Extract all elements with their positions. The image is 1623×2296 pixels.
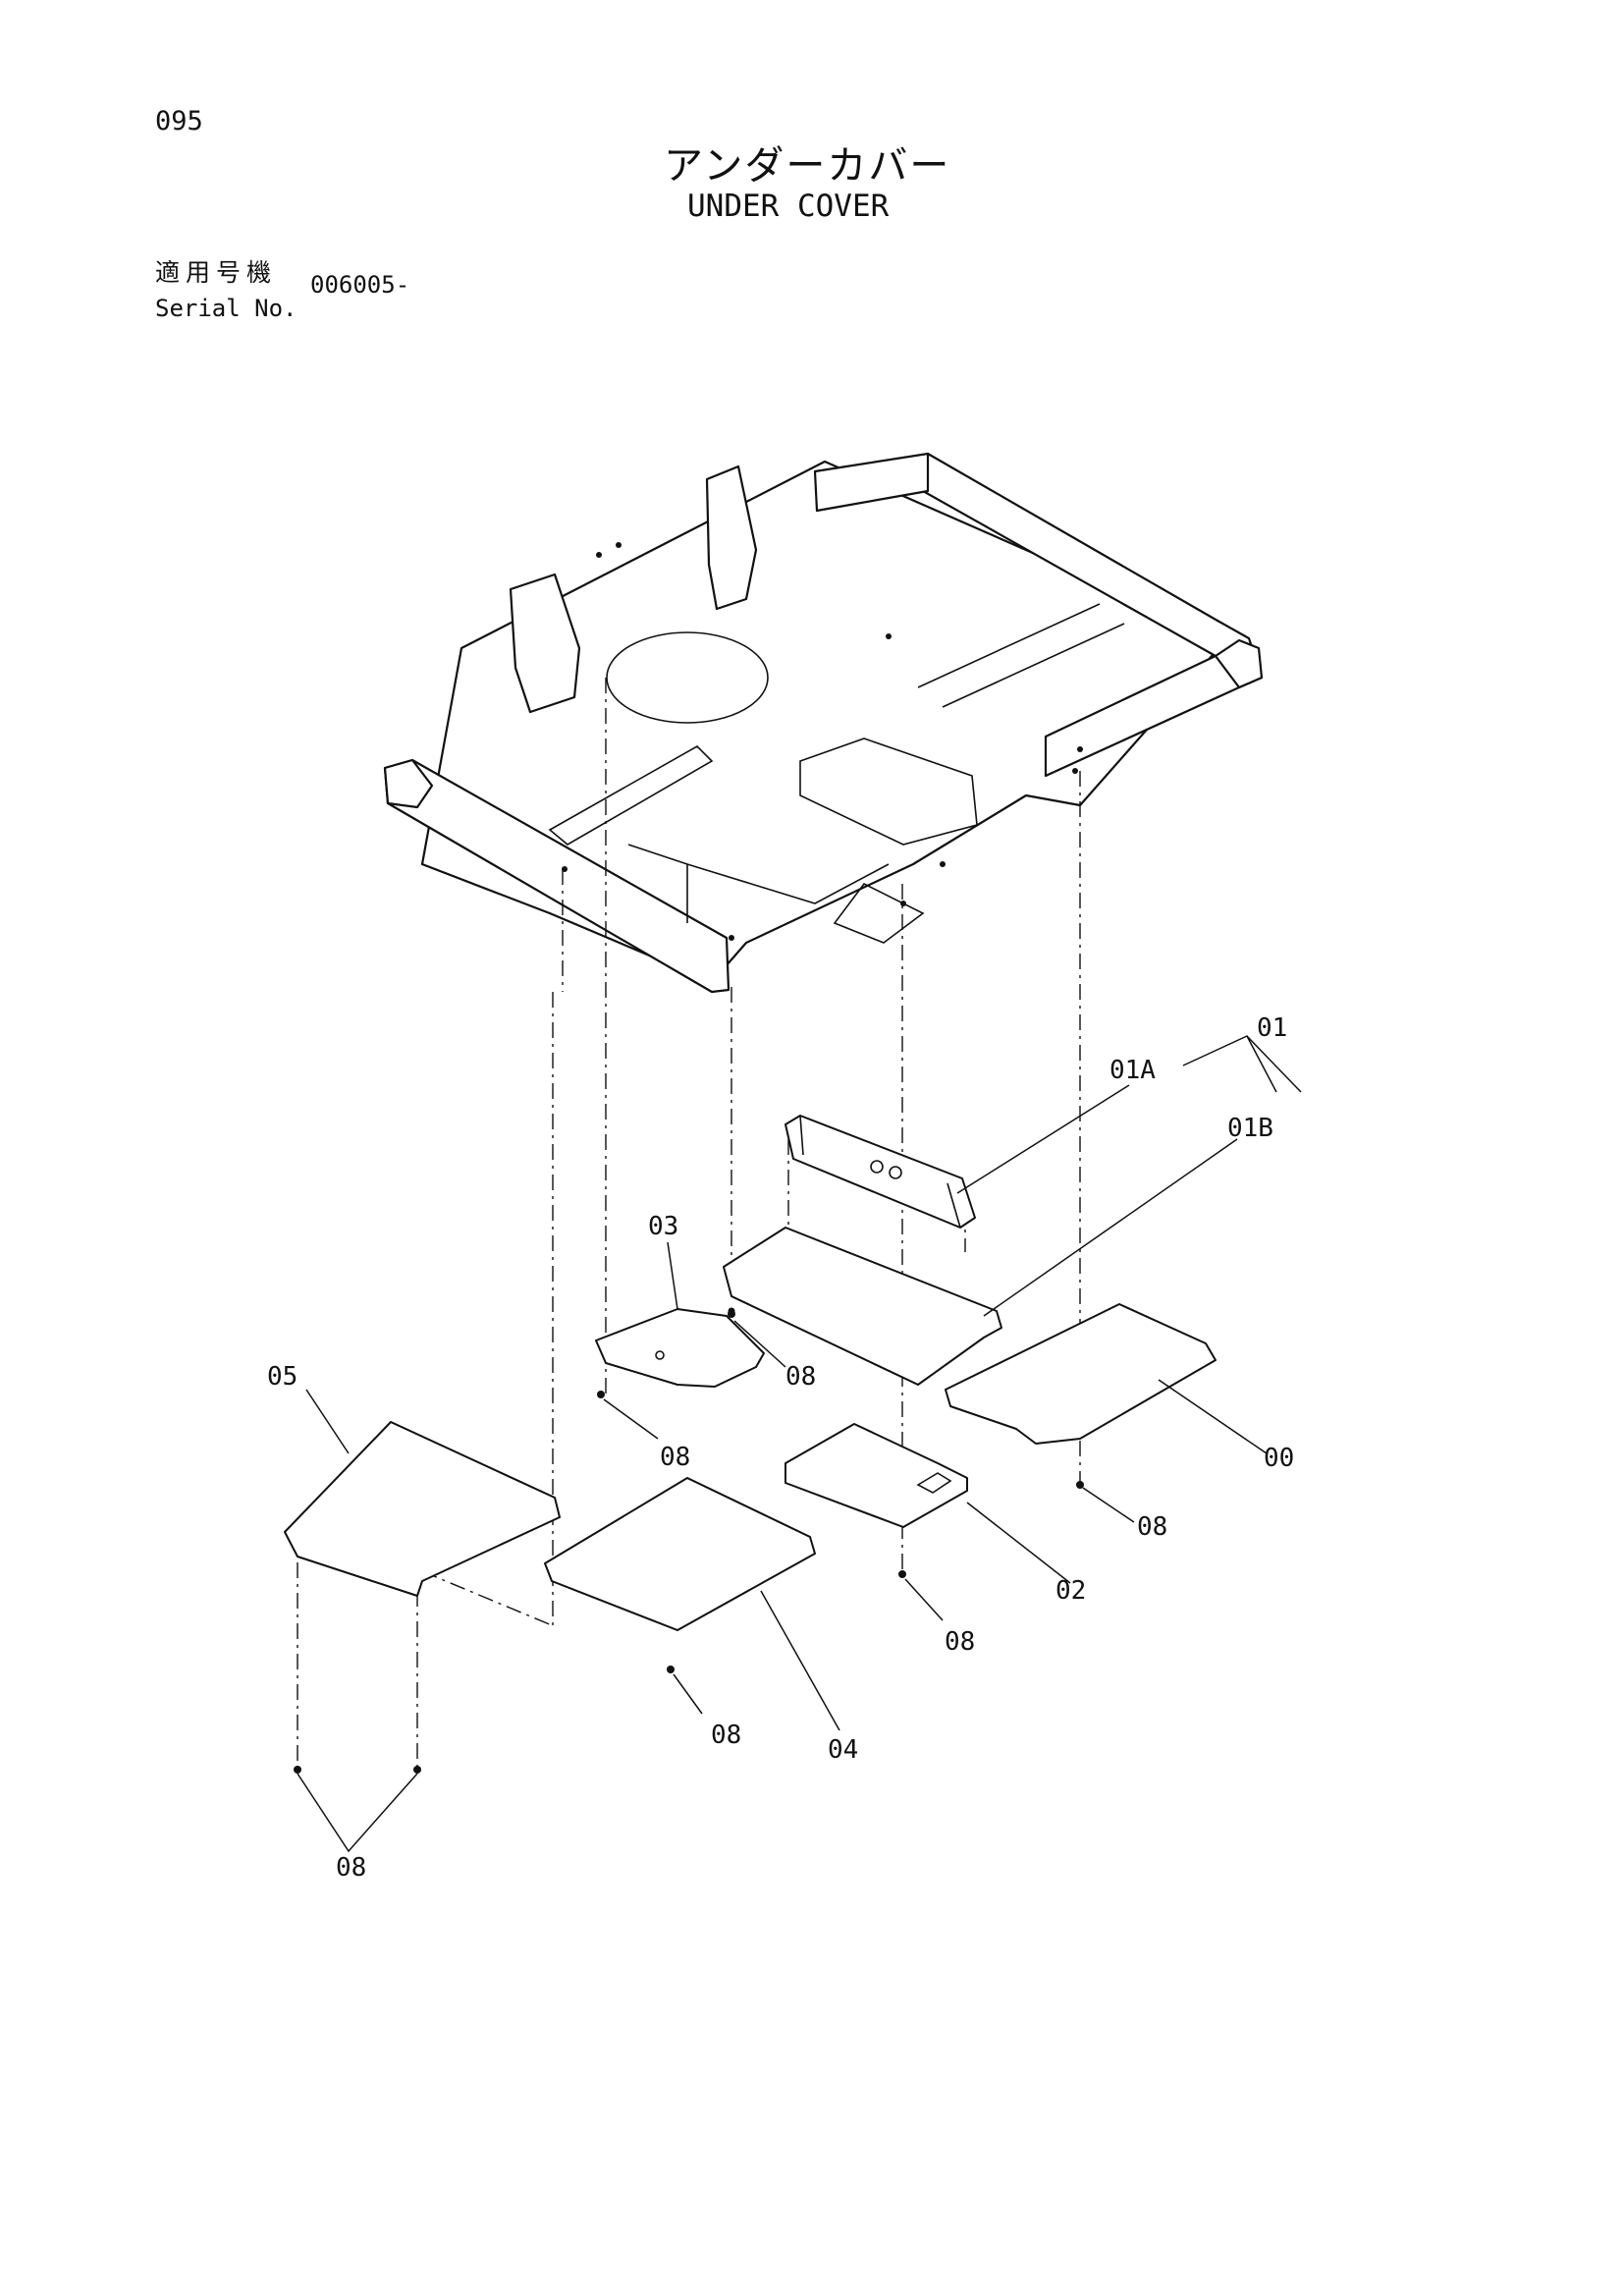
callout-08-part02: 08 bbox=[945, 1627, 975, 1657]
part-05-cover bbox=[284, 1421, 561, 1597]
page-title-english: UNDER COVER bbox=[687, 189, 890, 224]
callout-00: 00 bbox=[1264, 1444, 1294, 1473]
frame-rear-beam-end bbox=[1214, 638, 1264, 689]
callout-01a: 01A bbox=[1109, 1056, 1156, 1085]
callout-08-part05: 08 bbox=[336, 1853, 366, 1883]
callout-labels: 01 01A 01B 03 08 08 05 00 08 02 08 08 04… bbox=[267, 1013, 1294, 1883]
serial-number-value: 006005- bbox=[310, 271, 410, 299]
frame-side-rail bbox=[813, 452, 930, 513]
revolving-frame bbox=[383, 452, 1264, 994]
leader-lines bbox=[297, 1035, 1302, 1853]
callout-08-part04: 08 bbox=[711, 1721, 741, 1750]
part-04-cover bbox=[544, 1477, 816, 1631]
part-02-cover bbox=[784, 1423, 968, 1528]
frame-inner-rail bbox=[627, 844, 890, 923]
frame-cross-member-a bbox=[548, 745, 714, 846]
frame-swing-opening bbox=[606, 631, 769, 724]
callout-04: 04 bbox=[828, 1735, 858, 1765]
frame-cross-member-b bbox=[917, 603, 1125, 708]
part-03-cover bbox=[595, 1308, 765, 1388]
callout-02: 02 bbox=[1055, 1576, 1086, 1606]
frame-boom-bracket-right bbox=[705, 465, 758, 611]
part-01-assembly bbox=[723, 1115, 1002, 1386]
callout-01b: 01B bbox=[1227, 1114, 1273, 1143]
serial-label-japanese: 適用号機 bbox=[155, 258, 278, 287]
frame-rear-beam bbox=[921, 452, 1264, 778]
frame-front-beam-end bbox=[383, 758, 434, 809]
frame-boom-bracket-left bbox=[509, 573, 581, 714]
frame-access-opening bbox=[799, 738, 978, 846]
serial-label-english: Serial No. bbox=[155, 295, 298, 322]
callout-05: 05 bbox=[267, 1362, 298, 1392]
callout-08-part00: 08 bbox=[1137, 1512, 1167, 1542]
callout-08-part03-left: 08 bbox=[660, 1443, 690, 1472]
callout-03: 03 bbox=[648, 1212, 678, 1241]
part-01b-plate bbox=[723, 1227, 1002, 1386]
frame-bolt-holes bbox=[562, 542, 1083, 941]
page-title-japanese: アンダーカバー bbox=[664, 143, 951, 189]
callout-08-part03-right: 08 bbox=[785, 1362, 816, 1392]
callout-01: 01 bbox=[1257, 1013, 1287, 1043]
page-number: 095 bbox=[155, 106, 203, 137]
